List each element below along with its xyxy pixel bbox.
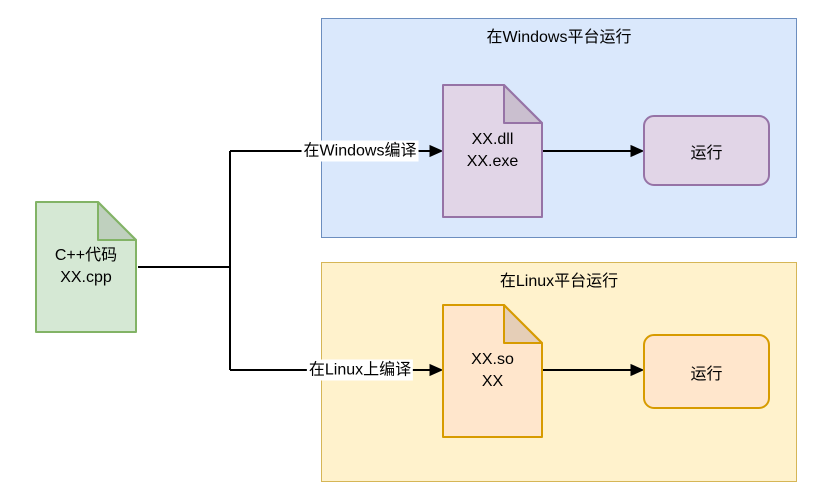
windows-artifact-label: XX.dll XX.exe xyxy=(442,84,543,218)
windows-artifact-line1: XX.dll xyxy=(471,131,514,148)
linux-run-box: 运行 xyxy=(643,334,770,409)
linux-compile-edge-label: 在Linux上编译 xyxy=(306,359,414,381)
windows-run-box: 运行 xyxy=(643,115,770,186)
windows-run-label: 运行 xyxy=(690,144,723,162)
windows-container-title: 在Windows平台运行 xyxy=(486,29,632,46)
windows-artifact-file: XX.dll XX.exe xyxy=(442,84,543,218)
linux-container-title: 在Linux平台运行 xyxy=(499,273,619,290)
source-code-label: C++代码 XX.cpp xyxy=(35,201,137,333)
windows-compile-edge-label: 在Windows编译 xyxy=(301,140,419,162)
source-code-line1: C++代码 xyxy=(54,247,118,264)
linux-artifact-line1: XX.so xyxy=(471,351,514,368)
linux-artifact-line2: XX xyxy=(481,373,504,390)
source-code-line2: XX.cpp xyxy=(60,269,112,286)
document-icon xyxy=(442,304,543,438)
linux-artifact-file: XX.so XX xyxy=(442,304,543,438)
linux-artifact-label: XX.so XX xyxy=(442,304,543,438)
source-code-file: C++代码 XX.cpp xyxy=(35,201,137,333)
windows-artifact-line2: XX.exe xyxy=(466,153,519,170)
document-icon xyxy=(442,84,543,218)
document-icon xyxy=(35,201,137,333)
linux-run-label: 运行 xyxy=(690,365,723,383)
